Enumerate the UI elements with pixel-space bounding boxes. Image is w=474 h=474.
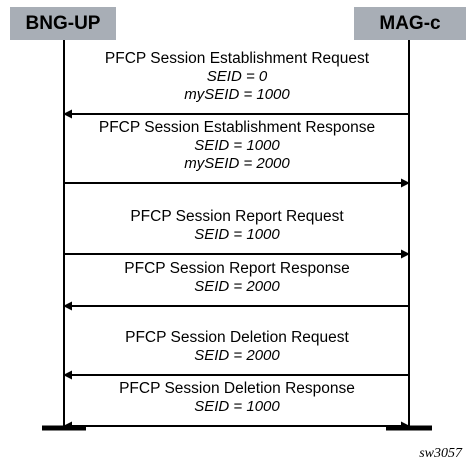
message-param: SEID = 0 (207, 68, 268, 85)
message-param: SEID = 1000 (194, 398, 280, 415)
figure-id: sw3057 (419, 446, 462, 461)
message-param: mySEID = 1000 (184, 86, 290, 103)
node-mag-c: MAG-c (354, 7, 466, 40)
message-title: PFCP Session Establishment Response (99, 119, 375, 136)
message-param: SEID = 1000 (194, 137, 280, 154)
message-title: PFCP Session Report Response (124, 260, 349, 277)
message-title: PFCP Session Report Request (130, 208, 344, 225)
node-bng-up: BNG-UP (10, 7, 116, 40)
message-title: PFCP Session Deletion Request (125, 329, 349, 346)
message-param: SEID = 1000 (194, 226, 280, 243)
message-title: PFCP Session Establishment Request (105, 50, 370, 67)
message-2: PFCP Session Establishment ResponseSEID … (64, 119, 410, 188)
message-param: SEID = 2000 (194, 347, 280, 364)
message-param: mySEID = 2000 (184, 155, 290, 172)
message-title: PFCP Session Deletion Response (119, 380, 355, 397)
message-param: SEID = 2000 (194, 278, 280, 295)
